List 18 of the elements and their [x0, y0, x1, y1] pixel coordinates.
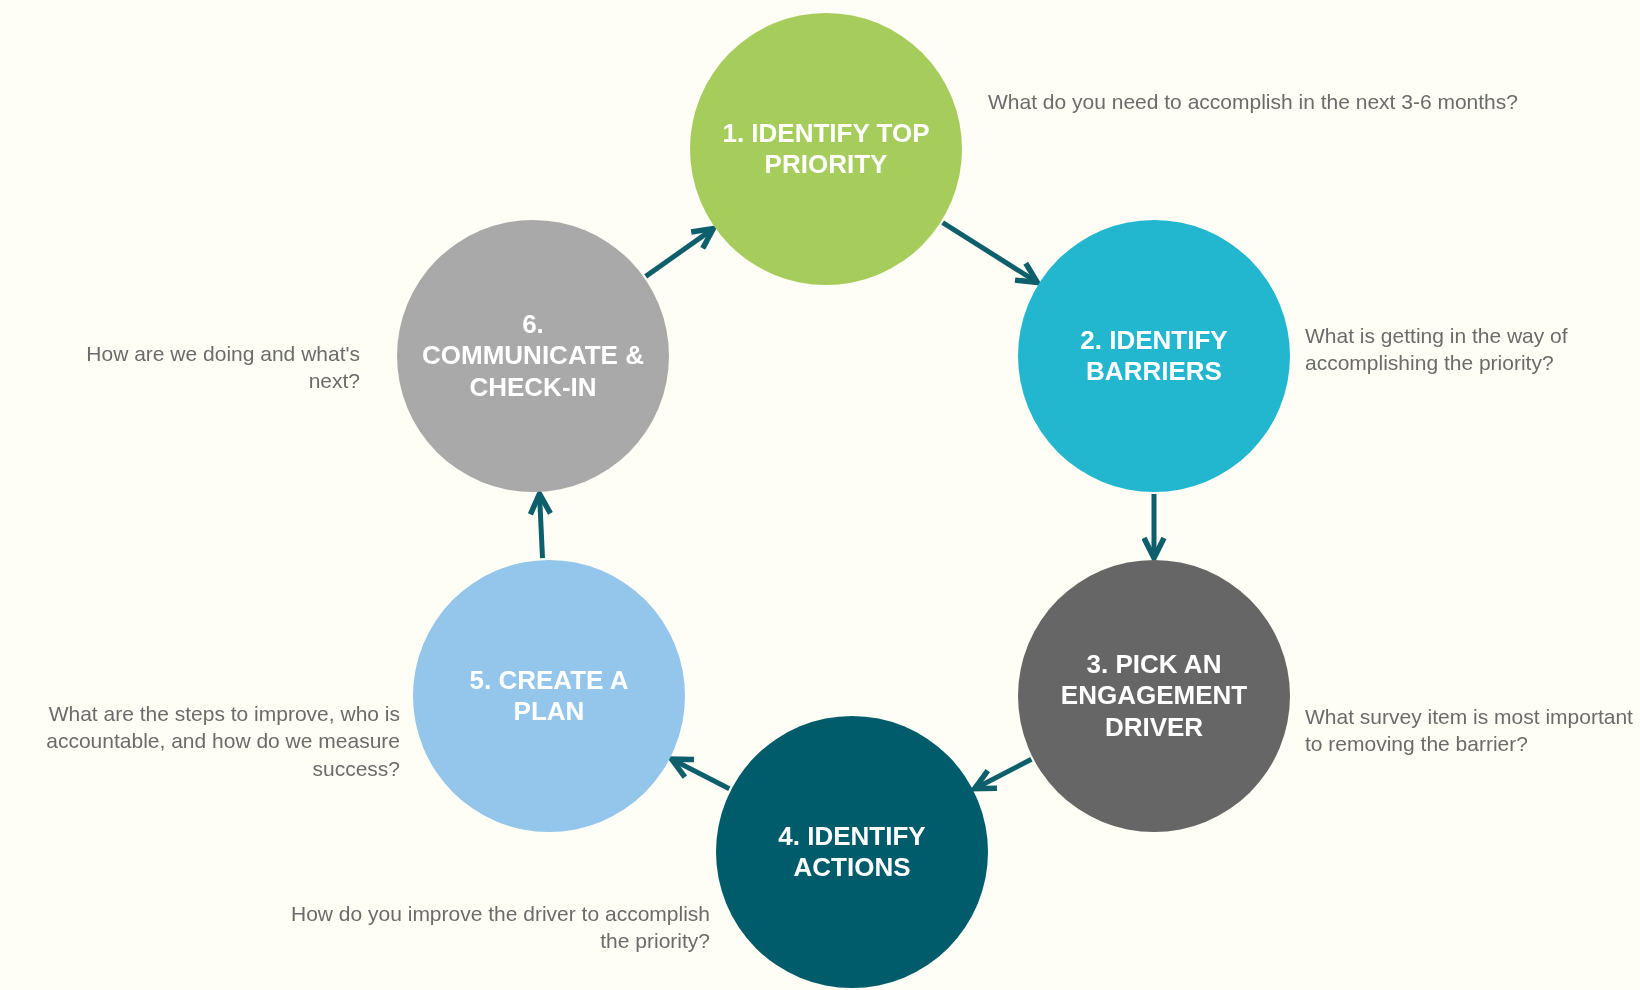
question-text: What survey item is most important to removing the barrier? — [1305, 704, 1634, 758]
question-text: What are the steps to improve, who is accountable, and how do we measure success? — [45, 701, 400, 782]
step-title: 5. CREATE A PLAN — [468, 664, 630, 728]
question-text: What is getting in the way of accomplishing the priority? — [1305, 323, 1569, 377]
arrow — [527, 491, 554, 559]
arrow — [971, 757, 1033, 792]
arrow — [668, 756, 731, 792]
arrow — [941, 220, 1041, 286]
step-title: 1. IDENTIFY TOP PRIORITY — [721, 117, 931, 181]
step-title: 4. IDENTIFY ACTIONS — [777, 820, 927, 884]
arrow — [1141, 494, 1167, 561]
step-title: 3. PICK AN ENGAGEMENT DRIVER — [1059, 649, 1249, 743]
question-text: What do you need to accomplish in the next 3-6 months? — [988, 89, 1519, 115]
step-title: 2. IDENTIFY BARRIERS — [1079, 324, 1229, 388]
question-text: How are we doing and what's next? — [85, 341, 360, 395]
step-title: 6. COMMUNICATE & CHECK-IN — [421, 309, 645, 403]
question-text: How do you improve the driver to accomplish the priority? — [290, 901, 710, 955]
arrow — [644, 225, 717, 279]
